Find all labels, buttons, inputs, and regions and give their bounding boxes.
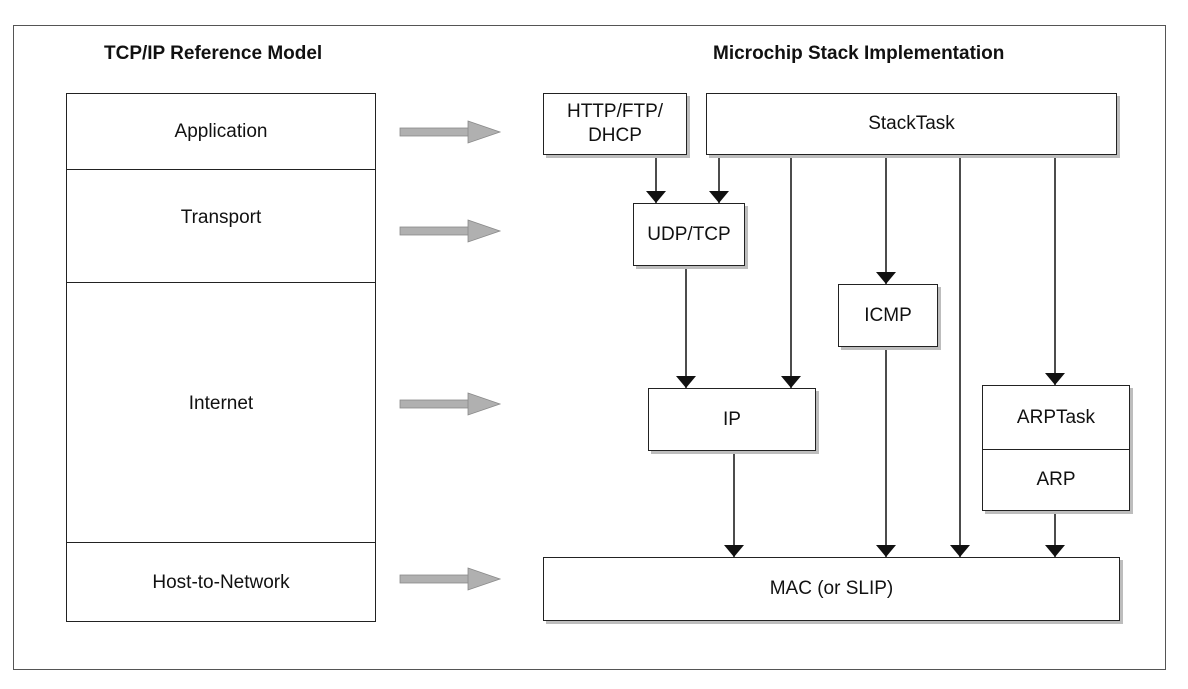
ip-box: IP bbox=[648, 388, 816, 451]
arp-cell: ARP bbox=[983, 449, 1129, 510]
diagram-frame bbox=[13, 25, 1166, 670]
layer-divider bbox=[67, 282, 375, 283]
layer-internet-label: Internet bbox=[188, 393, 254, 414]
udp-tcp-box: UDP/TCP bbox=[633, 203, 745, 266]
stack-implementation-heading: Microchip Stack Implementation bbox=[713, 43, 1005, 64]
layer-application: Application bbox=[67, 94, 375, 169]
mac-slip-box: MAC (or SLIP) bbox=[543, 557, 1120, 621]
http-ftp-dhcp-label: HTTP/FTP/ DHCP bbox=[566, 101, 664, 146]
layer-transport-label: Transport bbox=[180, 207, 262, 228]
layer-divider bbox=[67, 542, 375, 543]
reference-model-stack: Application Transport Internet Host-to-N… bbox=[66, 93, 376, 622]
icmp-box: ICMP bbox=[838, 284, 938, 347]
icmp-label: ICMP bbox=[864, 304, 912, 326]
arptask-cell: ARPTask bbox=[983, 386, 1129, 449]
layer-host-to-network-label: Host-to-Network bbox=[152, 572, 290, 593]
arp-divider bbox=[983, 449, 1129, 450]
stacktask-label: StackTask bbox=[868, 113, 955, 135]
stacktask-box: StackTask bbox=[706, 93, 1117, 155]
layer-divider bbox=[67, 169, 375, 170]
layer-transport: Transport bbox=[67, 169, 375, 282]
layer-host-to-network: Host-to-Network bbox=[67, 542, 375, 623]
arp-label: ARP bbox=[1036, 468, 1076, 490]
ip-label: IP bbox=[723, 408, 741, 430]
arptask-label: ARPTask bbox=[1016, 406, 1096, 428]
layer-application-label: Application bbox=[174, 120, 268, 142]
layer-internet: Internet bbox=[67, 282, 375, 542]
mac-slip-label: MAC (or SLIP) bbox=[769, 578, 894, 600]
reference-model-heading: TCP/IP Reference Model bbox=[104, 43, 323, 64]
http-ftp-dhcp-box: HTTP/FTP/ DHCP bbox=[543, 93, 687, 155]
arp-stack-box: ARPTask ARP bbox=[982, 385, 1130, 511]
udp-tcp-label: UDP/TCP bbox=[647, 223, 731, 245]
